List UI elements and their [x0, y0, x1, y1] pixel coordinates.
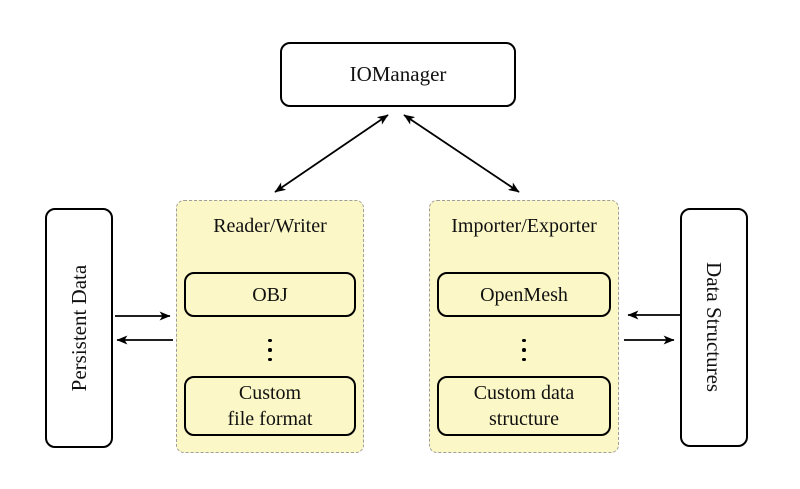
group-importer-exporter: Importer/Exporter OpenMesh Custom data s…	[429, 200, 619, 453]
node-openmesh: OpenMesh	[437, 272, 611, 317]
node-custom-file-format-line2: file format	[227, 408, 313, 430]
arrow-iomanager-readerwriter	[274, 114, 389, 193]
dot	[522, 357, 526, 362]
node-custom-data-structure-line2: structure	[489, 408, 559, 430]
arrow-iomanager-importerexporter	[403, 114, 520, 193]
node-openmesh-label: OpenMesh	[480, 283, 568, 306]
vertical-dots-icon	[430, 332, 618, 368]
group-reader-writer: Reader/Writer OBJ Custom file format	[176, 200, 364, 453]
dot	[268, 357, 272, 362]
node-persistent-data-label: Persistent Data	[66, 264, 91, 392]
node-iomanager-label: IOManager	[349, 62, 447, 87]
dot	[522, 338, 526, 343]
node-custom-data-structure-line1: Custom data	[473, 382, 575, 404]
dot	[522, 348, 526, 352]
dot	[268, 348, 272, 352]
node-custom-file-format: Custom file format	[184, 376, 356, 436]
node-obj: OBJ	[184, 272, 356, 317]
dot	[268, 338, 272, 343]
group-reader-writer-title: Reader/Writer	[213, 215, 327, 237]
node-custom-data-structure: Custom data structure	[437, 376, 611, 436]
node-persistent-data: Persistent Data	[45, 208, 113, 448]
node-data-structures: Data Structures	[680, 208, 748, 447]
group-importer-exporter-title: Importer/Exporter	[451, 215, 597, 237]
node-data-structures-label: Data Structures	[702, 262, 727, 393]
vertical-dots-icon	[177, 332, 363, 368]
node-custom-file-format-line1: Custom	[238, 382, 302, 404]
node-obj-label: OBJ	[252, 283, 288, 306]
node-iomanager: IOManager	[280, 42, 516, 107]
